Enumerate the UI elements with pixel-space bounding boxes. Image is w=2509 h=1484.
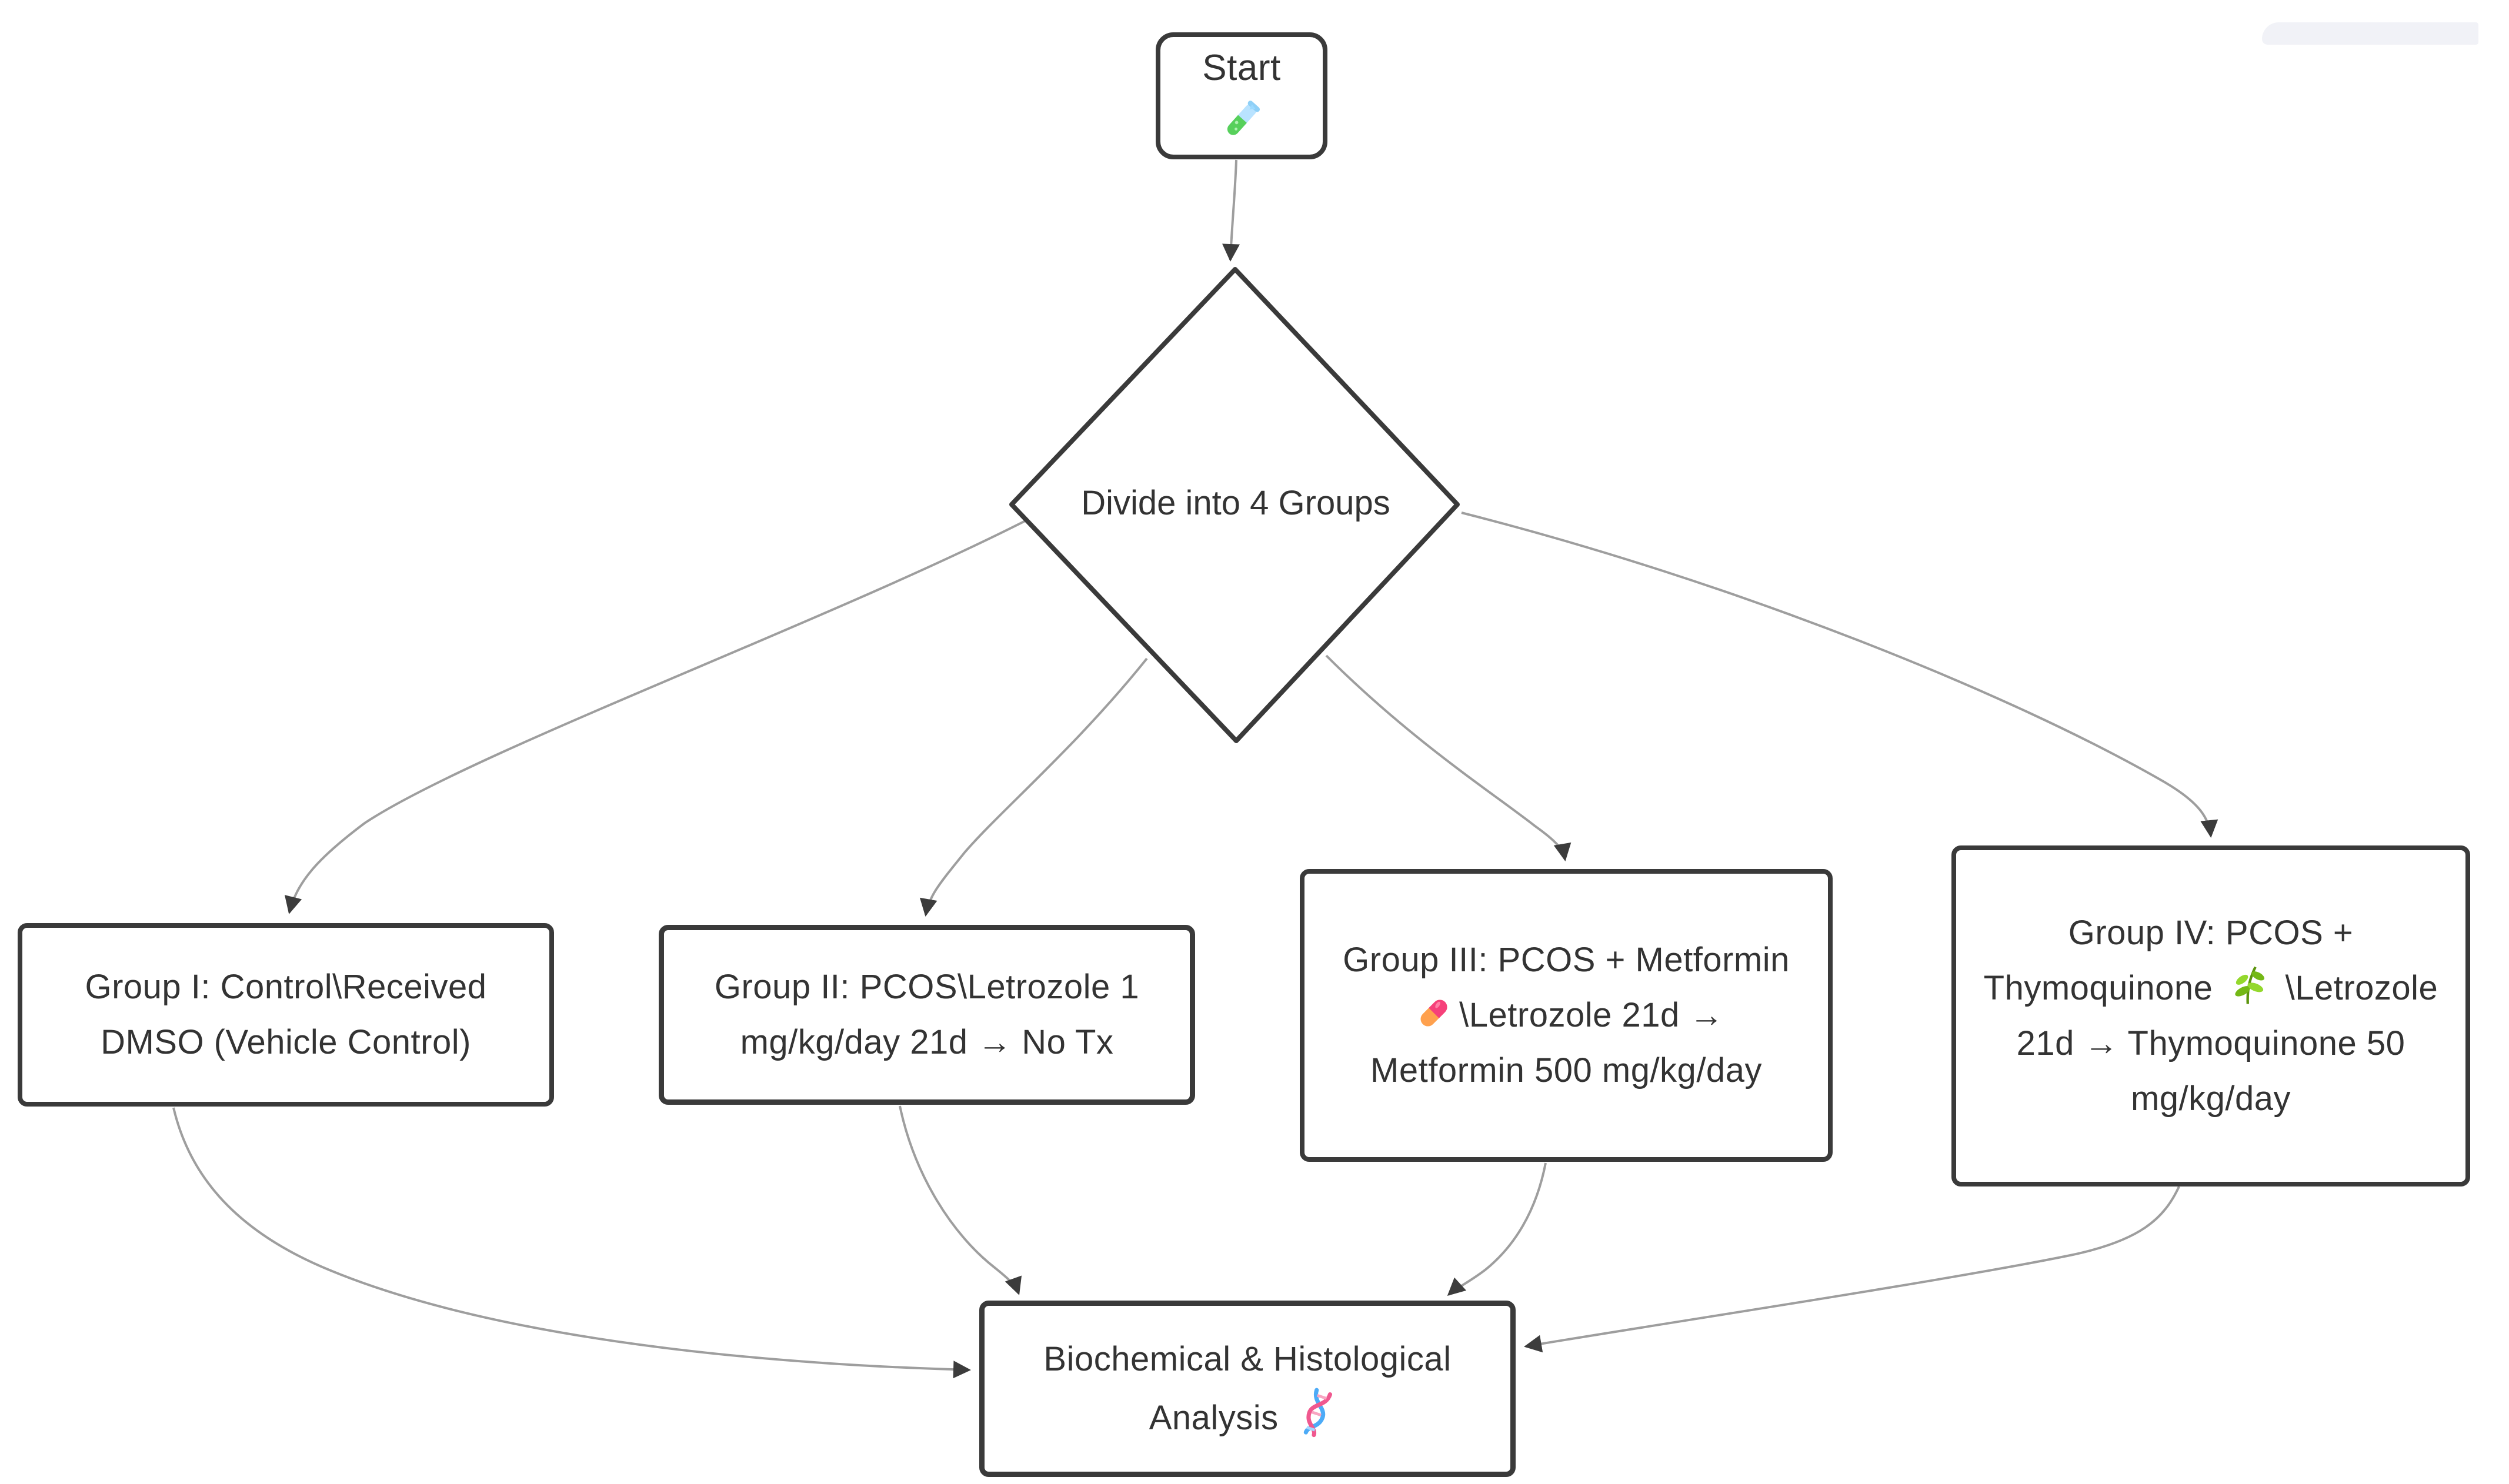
herb-icon <box>2235 966 2265 1004</box>
edge-group2-analysis <box>899 1105 1022 1295</box>
group3-node-label-after: \Letrozole 21d → Metformin 500 mg/kg/day <box>1370 996 1762 1089</box>
edge-decision-group4 <box>1461 512 2218 838</box>
group3-node: Group III: PCOS + Metformin \Letrozole 2… <box>1300 869 1833 1162</box>
pill-icon <box>1420 1000 1447 1027</box>
analysis-node-label: Biochemical & Histological Analysis <box>1043 1340 1452 1437</box>
edge-group1-analysis <box>172 1107 971 1379</box>
group2-node-label: Group II: PCOS\Letrozole 1 mg/kg/day 21d… <box>714 968 1140 1061</box>
test-tube-icon <box>1227 101 1260 135</box>
edge-group3-analysis <box>1447 1162 1547 1296</box>
top-right-artifact <box>2262 22 2478 45</box>
edge-decision-group1 <box>285 519 1027 914</box>
group2-node: Group II: PCOS\Letrozole 1 mg/kg/day 21d… <box>659 925 1195 1105</box>
group1-node: Group I: Control\Received DMSO (Vehicle … <box>18 923 554 1107</box>
group1-node-label: Group I: Control\Received DMSO (Vehicle … <box>85 968 487 1061</box>
start-node: Start <box>1156 32 1327 159</box>
group3-node-label-before: Group III: PCOS + Metformin <box>1343 941 1790 979</box>
analysis-node: Biochemical & Histological Analysis <box>979 1301 1516 1477</box>
edge-decision-group3 <box>1325 654 1572 861</box>
group4-node: Group IV: PCOS + Thymoquinone \Letrozole… <box>1951 845 2470 1186</box>
edge-decision-group2 <box>919 657 1148 917</box>
dna-icon <box>1304 1388 1333 1438</box>
start-node-label: Start <box>1202 48 1281 88</box>
group4-node-label-before: Group IV: PCOS + Thymoquinone <box>1983 914 2354 1007</box>
decision-node-label: Divide into 4 Groups <box>1081 484 1390 522</box>
edge-group4-analysis <box>1524 1186 2180 1353</box>
edge-start-decision <box>1222 159 1240 262</box>
decision-diamond-shape <box>1009 267 1460 743</box>
group4-node-label-after: \Letrozole 21d → Thymoquinone 50 mg/kg/d… <box>2016 969 2438 1118</box>
